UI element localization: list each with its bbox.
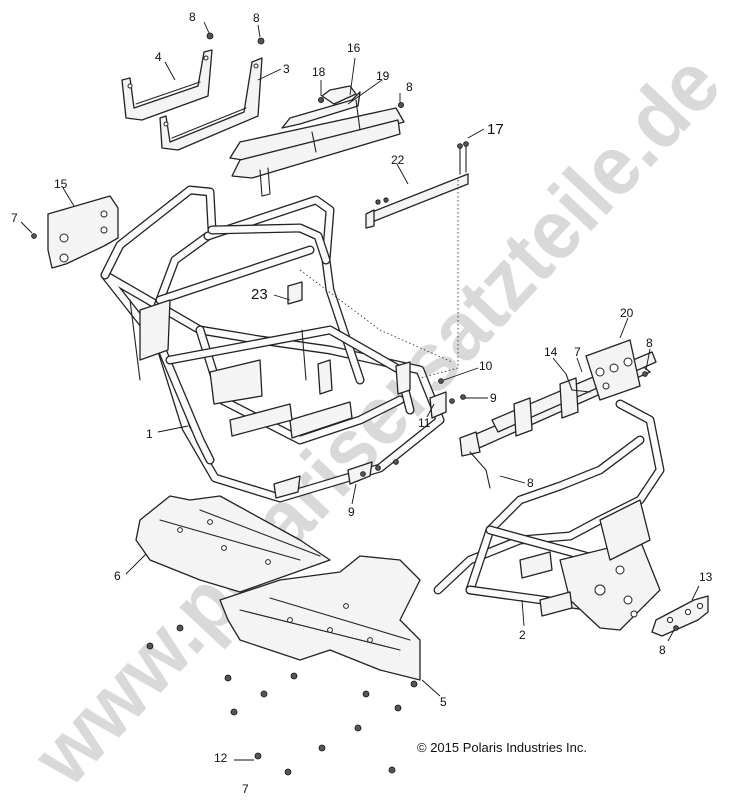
- skid-plate-rear: [219, 555, 421, 681]
- watermark: www.polarisersatzteile.de: [14, 36, 738, 803]
- fastener-8-right: [642, 371, 648, 377]
- callout-label: 8: [406, 80, 413, 94]
- rear-bar-assembly: [459, 339, 657, 489]
- callouts: 8 8 4 3 16 18 19 8 17 22 15 7 23 20 8 14…: [11, 10, 713, 796]
- copyright-text: © 2015 Polaris Industries Inc.: [417, 740, 587, 755]
- callout-label: 7: [11, 211, 18, 225]
- callout-label: 1: [146, 427, 153, 441]
- callout-label: 8: [189, 10, 196, 24]
- callout-label: 23: [251, 286, 268, 303]
- callout-label: 22: [391, 153, 405, 167]
- callout-label: 2: [519, 628, 526, 642]
- mounting-plate: [47, 195, 119, 269]
- alignment-line-2: [299, 269, 453, 363]
- callout-label: 14: [544, 345, 558, 359]
- leader-lines: [20, 21, 700, 761]
- seat-frame: [229, 85, 405, 197]
- callout-label: 7: [574, 345, 581, 359]
- callout-label: 5: [440, 695, 447, 709]
- brace-bar: [365, 173, 469, 229]
- seat-support-right: [159, 57, 263, 151]
- seat-support-left: [121, 49, 213, 121]
- callout-label: 12: [214, 751, 228, 765]
- callout-label: 8: [253, 11, 260, 25]
- callout-label: 20: [620, 306, 634, 320]
- fasteners-9-10-11: [360, 378, 466, 477]
- callout-label: 8: [527, 476, 534, 490]
- fastener-8-lower-right: [673, 625, 679, 631]
- alignment-line-1: [419, 180, 459, 379]
- callout-label: 9: [490, 391, 497, 405]
- skid-plate-front: [135, 495, 331, 593]
- callout-label: 8: [646, 336, 653, 350]
- callout-label: 4: [155, 50, 162, 64]
- callout-label: 6: [114, 569, 121, 583]
- callout-label: 18: [312, 65, 326, 79]
- callout-label: 3: [283, 62, 290, 76]
- callout-label: 13: [699, 570, 713, 584]
- callout-label: 11: [418, 416, 431, 430]
- main-frame: [100, 185, 447, 503]
- push-rivets: [146, 624, 418, 776]
- callout-label: 9: [348, 505, 355, 519]
- callout-label: 8: [659, 643, 666, 657]
- rear-plate: [651, 595, 709, 637]
- rear-frame: [433, 399, 665, 631]
- callout-label: 7: [242, 782, 249, 796]
- callout-label: 19: [376, 69, 390, 83]
- callout-label: 16: [347, 41, 361, 55]
- fastener-8-top: [206, 32, 265, 45]
- callout-label: 10: [479, 359, 493, 373]
- callout-label: 15: [54, 177, 68, 191]
- callout-label: 17: [487, 121, 504, 138]
- fastener-7-left: [31, 233, 37, 239]
- bolt-17: [457, 141, 469, 175]
